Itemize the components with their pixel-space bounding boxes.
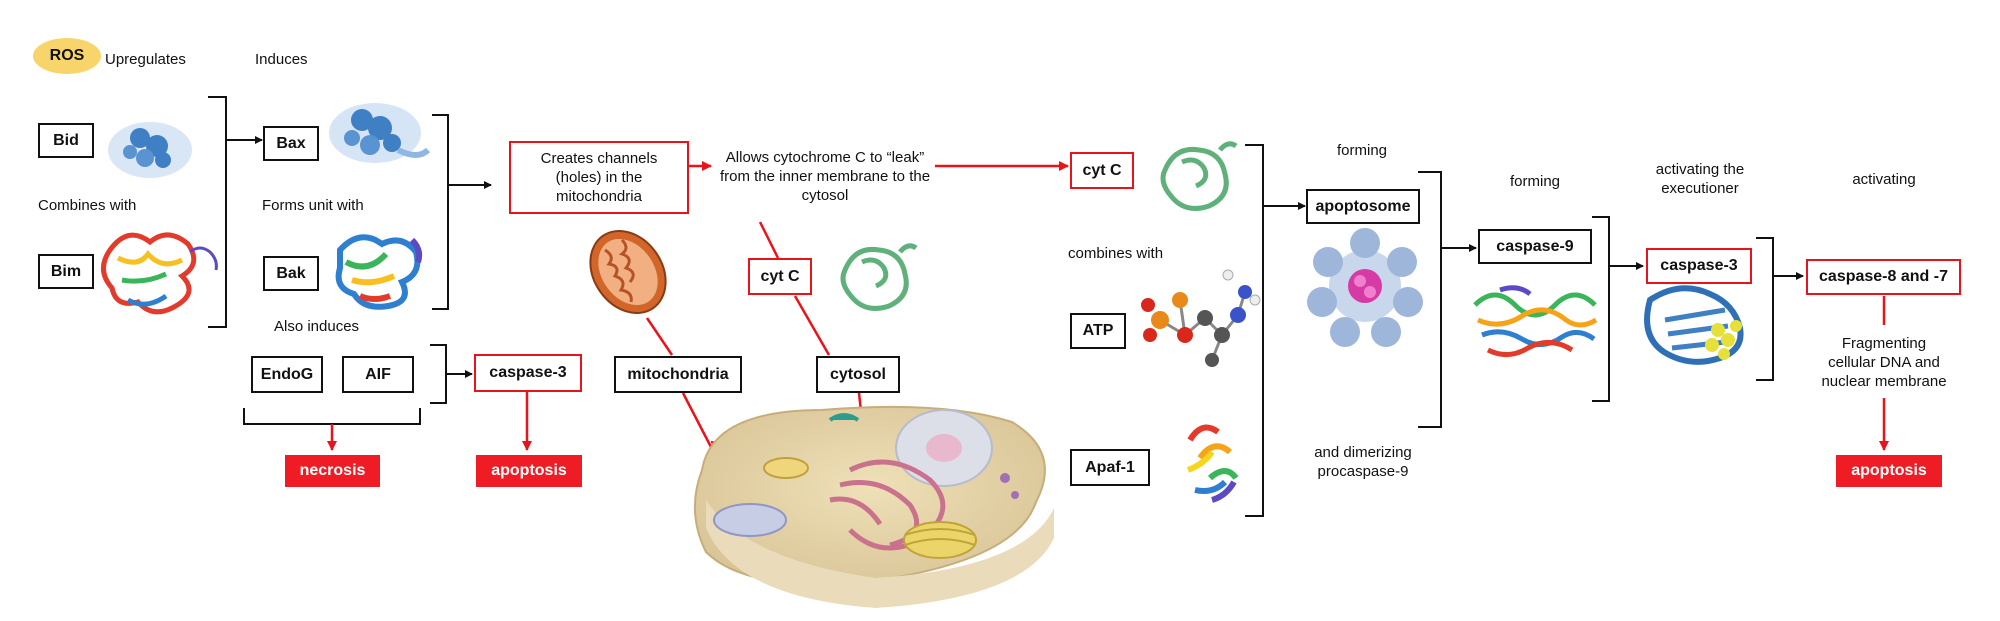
label-combines-with-1: Combines with: [38, 197, 137, 214]
bracket-bottom-endog-aif: [243, 408, 421, 425]
bracket-caspase9: [1592, 216, 1610, 402]
label-combines-with-2: combines with: [1068, 245, 1164, 262]
badge-apoptosis-right: apoptosis: [1836, 455, 1942, 487]
label-fragmenting: Fragmenting cellular DNA and nuclear mem…: [1821, 335, 1947, 390]
box-bim: Bim: [38, 254, 94, 289]
label-and-dimerizing: and dimerizing procaspase-9: [1314, 444, 1412, 480]
apoptosome-structure-icon: [1307, 228, 1423, 347]
box-bak: Bak: [263, 256, 319, 291]
line-mito-to-mitochondria: [645, 317, 674, 356]
line-cytc-mid-to-cytosol: [793, 295, 831, 356]
label-activating: activating: [1852, 171, 1916, 188]
box-endog: EndoG: [251, 356, 323, 393]
bracket-apoptosome: [1418, 171, 1442, 428]
bracket-endog-aif: [430, 344, 447, 404]
box-mitochondria: mitochondria: [614, 356, 742, 393]
bracket-bax-bak: [432, 114, 449, 310]
badge-apoptosis-left: apoptosis: [476, 455, 582, 487]
label-forms-unit-with: Forms unit with: [262, 197, 364, 214]
caspase9-structure-icon: [1473, 285, 1598, 357]
label-forming-1: forming: [1336, 142, 1388, 159]
label-also-induces: Also induces: [274, 318, 360, 335]
apaf1-structure-icon: [1186, 424, 1239, 503]
label-allows-cytochrome-c: Allows cytochrome C to “leak” from the i…: [719, 149, 931, 204]
box-cytc-right: cyt C: [1070, 152, 1134, 189]
box-creates-channels: Creates channels (holes) in the mitochon…: [509, 141, 689, 214]
box-apoptosome: apoptosome: [1306, 189, 1420, 224]
ros-badge: ROS: [33, 38, 101, 74]
box-caspase-8-and-7: caspase-8 and -7: [1806, 259, 1961, 295]
bracket-bid-bim: [208, 96, 227, 328]
bim-protein-icon: [101, 232, 218, 315]
atp-molecule-icon: [1141, 269, 1261, 367]
box-caspase3-left: caspase-3: [474, 354, 582, 392]
mitochondrion-icon: [589, 230, 667, 314]
box-cytosol: cytosol: [816, 356, 900, 393]
badge-necrosis: necrosis: [285, 455, 380, 487]
bracket-cytc-atp-apaf: [1245, 144, 1264, 517]
box-bax: Bax: [263, 126, 319, 161]
label-induces: Induces: [255, 51, 308, 68]
cytc-structure-mid-icon: [840, 243, 918, 311]
box-caspase9: caspase-9: [1478, 229, 1592, 264]
box-aif: AIF: [342, 356, 414, 393]
bid-protein-icon: [108, 122, 192, 178]
label-forming-2: forming: [1509, 173, 1561, 190]
box-cytc-mid: cyt C: [748, 258, 812, 295]
box-atp: ATP: [1070, 313, 1126, 349]
box-caspase3-right: caspase-3: [1646, 248, 1752, 284]
label-activating-executioner: activating the executioner: [1655, 161, 1745, 197]
label-upregulates: Upregulates: [105, 51, 186, 68]
cytc-structure-right-icon: [1160, 141, 1238, 211]
bracket-caspase3-right: [1756, 237, 1774, 381]
cell-illustration-icon: [693, 405, 1054, 608]
caspase3-structure-icon: [1644, 285, 1744, 365]
line-allows-to-cytc-mid: [758, 221, 780, 259]
box-apaf1: Apaf-1: [1070, 449, 1150, 486]
bax-protein-icon: [329, 103, 431, 163]
bak-protein-icon: [335, 234, 423, 310]
box-bid: Bid: [38, 123, 94, 158]
